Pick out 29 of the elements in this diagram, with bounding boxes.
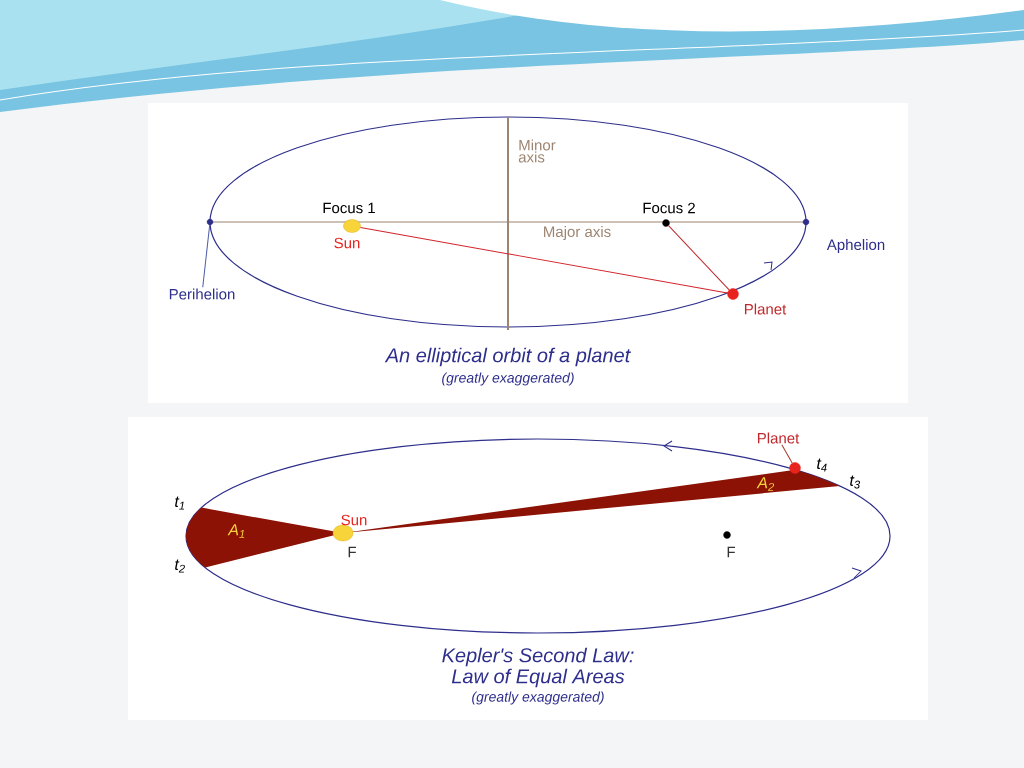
axis-label: Minor axis — [518, 139, 556, 163]
node-label: t$_{4}$ — [817, 458, 827, 472]
time-label: t$_{3}$ — [850, 475, 860, 489]
axis-label: Major axis — [544, 226, 611, 240]
time-label: t$_{1}$ — [175, 496, 185, 510]
caption: Law of Equal Areas — [451, 668, 625, 688]
node-label: Aphelion — [826, 239, 885, 253]
caption: Kepler's Second Law: — [442, 647, 634, 667]
node-label: Sun — [334, 237, 360, 249]
leader-line — [781, 444, 793, 464]
caption-note: (greatly exaggerated) — [442, 372, 574, 386]
sun-circle — [343, 219, 361, 233]
node-label: Perihelion — [169, 288, 235, 300]
node-label: F — [727, 546, 735, 558]
time-label: t$_{2}$ — [175, 559, 185, 573]
node-label: F — [348, 546, 356, 558]
connector-line — [668, 225, 730, 291]
node-label: Focus 1 — [323, 202, 375, 214]
node-label: Planet — [757, 432, 800, 444]
node-label: Sun — [341, 514, 367, 526]
node-label: Focus 2 — [643, 202, 695, 214]
connector-line — [360, 227, 728, 294]
leader-line — [202, 224, 211, 288]
caption-note: (greatly exaggerated) — [472, 691, 604, 705]
area-label: A$_{2}$ — [756, 477, 775, 491]
area-label: A$_{1}$ — [227, 524, 245, 538]
sun-circle — [332, 524, 354, 542]
node-label: Planet — [744, 303, 787, 315]
caption: An elliptical orbit of a planet — [384, 347, 631, 367]
